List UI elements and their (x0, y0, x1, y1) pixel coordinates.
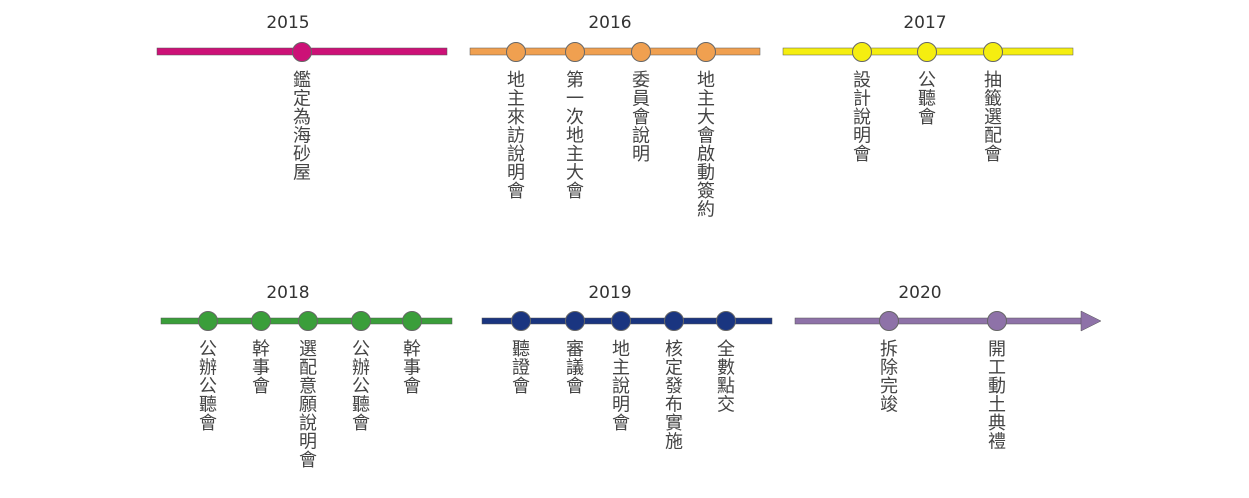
event-node (631, 42, 651, 62)
event-node (251, 311, 271, 331)
segment-2015: 2015 (156, 13, 448, 62)
year-label-2020: 2020 (898, 283, 941, 303)
timeline-bar-2020 (794, 317, 1084, 325)
event-label: 地主大會啟動簽約 (694, 70, 715, 218)
event-label: 鑑定為海砂屋 (290, 70, 311, 181)
segment-2016: 2016 (469, 13, 761, 62)
year-label-2017: 2017 (903, 13, 946, 33)
event-node (852, 42, 872, 62)
event-label: 審議會 (563, 339, 584, 395)
event-node (987, 311, 1007, 331)
event-label: 公聽會 (915, 70, 936, 126)
event-label: 核定發布實施 (662, 339, 683, 450)
event-node (506, 42, 526, 62)
event-node (696, 42, 716, 62)
event-node (879, 311, 899, 331)
year-label-2019: 2019 (588, 283, 631, 303)
event-node (351, 311, 371, 331)
event-node (664, 311, 684, 331)
event-node (565, 311, 585, 331)
event-label: 地主說明會 (609, 339, 630, 432)
event-node (402, 311, 422, 331)
event-label: 聽證會 (509, 339, 530, 395)
event-node (511, 311, 531, 331)
timeline-bar-2016 (469, 47, 761, 56)
event-label: 抽籤選配會 (981, 70, 1002, 163)
event-label: 公辦公聽會 (349, 339, 370, 432)
event-node (716, 311, 736, 331)
event-label: 幹事會 (400, 339, 421, 395)
event-label: 公辦公聽會 (196, 339, 217, 432)
event-label: 地主來訪說明會 (504, 70, 525, 200)
event-label: 開工動土典禮 (985, 339, 1006, 450)
event-label: 幹事會 (249, 339, 270, 395)
event-label: 設計說明會 (850, 70, 871, 163)
event-label: 全數點交 (714, 339, 735, 413)
year-label-2015: 2015 (266, 13, 309, 33)
year-label-2018: 2018 (266, 283, 309, 303)
event-label: 選配意願說明會 (296, 339, 317, 469)
segment-2020: 2020 (794, 283, 1102, 332)
year-label-2016: 2016 (588, 13, 631, 33)
timeline-arrowhead (1080, 310, 1102, 332)
segment-2019: 2019 (481, 283, 773, 331)
event-node (611, 311, 631, 331)
event-label: 第一次地主大會 (563, 70, 584, 200)
event-node (198, 311, 218, 331)
event-node (565, 42, 585, 62)
event-node (983, 42, 1003, 62)
segment-2017: 2017 (782, 13, 1074, 62)
event-label: 拆除完竣 (877, 339, 898, 413)
event-label: 委員會說明 (629, 70, 650, 163)
event-node (292, 42, 312, 62)
segment-2018: 2018 (160, 283, 453, 331)
event-node (917, 42, 937, 62)
event-node (298, 311, 318, 331)
